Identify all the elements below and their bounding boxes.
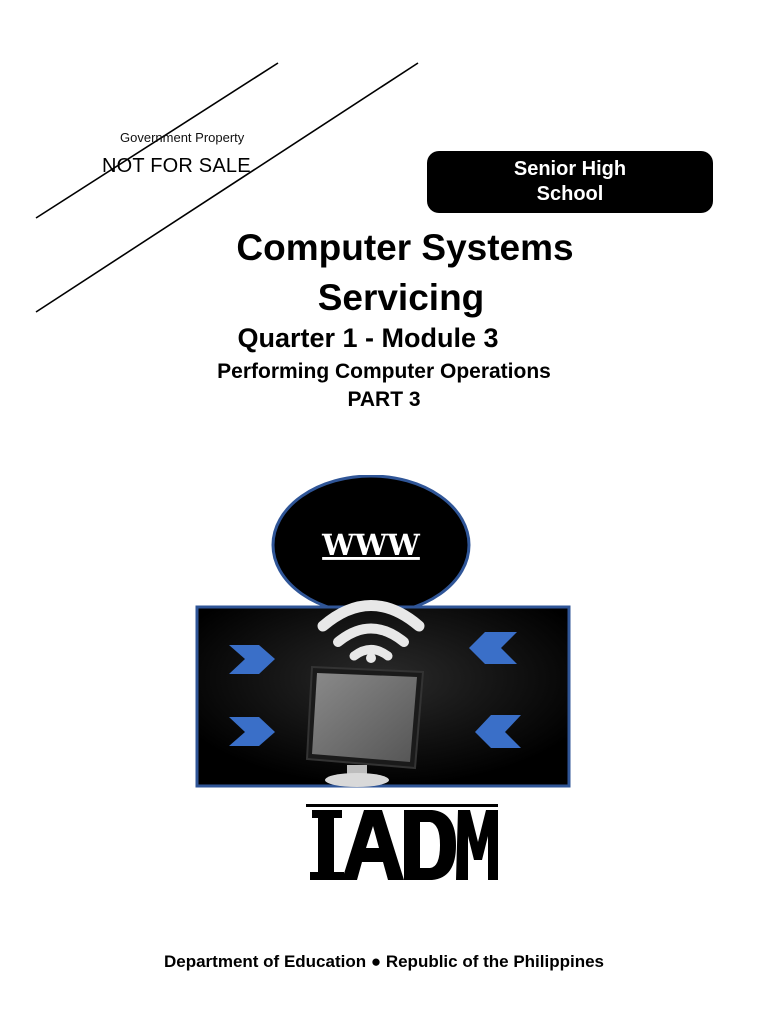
not-for-sale-label: NOT FOR SALE (102, 155, 251, 177)
page-title-line1: Computer Systems (236, 227, 574, 268)
monitor-icon (305, 665, 425, 787)
quarter-module-heading: Quarter 1 - Module 3 (0, 323, 768, 354)
chevron-right-icon (229, 645, 275, 746)
footer-text: Department of Education ● Republic of th… (163, 952, 605, 971)
adm-logo (306, 804, 498, 880)
level-badge-line2: School (536, 183, 604, 205)
quarter-module-text: Quarter 1 - Module 3 (237, 323, 499, 353)
topic-heading: Performing Computer Operations (217, 360, 551, 383)
level-badge: Senior High School (427, 151, 713, 213)
chevron-left-icon (469, 632, 521, 748)
level-badge-line1: Senior High (513, 158, 627, 180)
wifi-icon (317, 600, 425, 663)
diagonal-stripes (35, 62, 419, 313)
part-heading: PART 3 (347, 388, 421, 411)
government-property-label: Government Property (120, 130, 245, 145)
www-label: WWW (321, 528, 420, 562)
page-title-line2: Servicing (317, 277, 485, 318)
cover-illustration: WWW (195, 475, 571, 788)
